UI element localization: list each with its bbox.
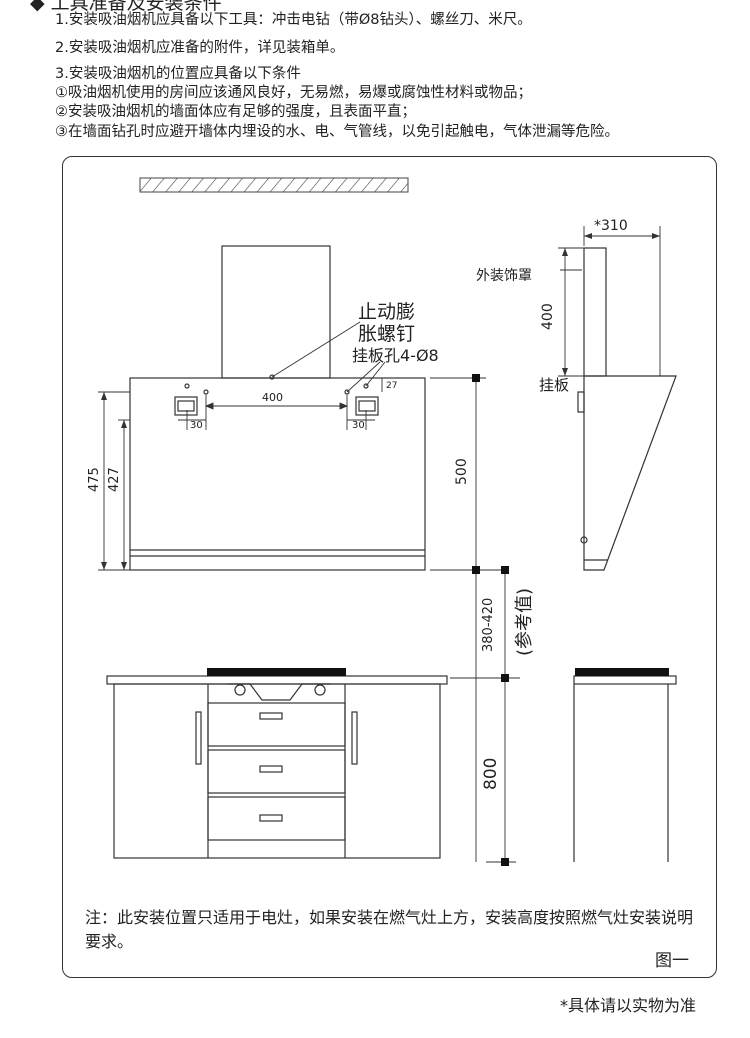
- requirement-line-3: 3.安装吸油烟机的位置应具备以下条件: [55, 66, 301, 82]
- condition-2: ②安装吸油烟机的墙面体应有足够的强度，且表面平直；: [55, 104, 416, 120]
- hood-side-view: [577, 247, 677, 571]
- dim-range: 380-420: [481, 598, 496, 652]
- dim-400-front: 400: [262, 391, 283, 404]
- ceiling-hatch: [139, 177, 409, 193]
- diagram-frame: [62, 156, 717, 978]
- hood-front-view: [129, 245, 426, 571]
- cooktop-side: [575, 668, 669, 676]
- label-anchor-line1: 止动膨: [358, 301, 415, 323]
- condition-1: ①吸油烟机使用的房间应该通风良好，无易燃，易爆或腐蚀性材料或物品；: [55, 85, 532, 101]
- dim-range-note: (参考值): [514, 588, 535, 656]
- label-plate: 挂板: [539, 376, 569, 394]
- cabinet-side-view: [573, 675, 677, 862]
- dim-310: *310: [594, 218, 628, 234]
- requirement-line-1: 1.安装吸油烟机应具备以下工具：冲击电钻（带Ø8钻头）、螺丝刀、米尺。: [55, 12, 532, 28]
- label-cover: 外装饰罩: [476, 268, 532, 284]
- dim-400-side: 400: [540, 303, 556, 330]
- dim-500: 500: [454, 458, 470, 485]
- figure-label: 图一: [655, 951, 689, 971]
- cabinet-front-view: [106, 675, 448, 859]
- dim-30-right: 30: [352, 420, 365, 431]
- dim-27: 27: [386, 381, 397, 391]
- condition-3: ③在墙面钻孔时应避开墙体内埋设的水、电、气管线，以免引起触电，气体泄漏等危险。: [55, 124, 619, 140]
- cooktop: [207, 668, 346, 676]
- label-hanger-holes: 挂板孔4-Ø8: [352, 346, 439, 365]
- installation-note: 注：此安装位置只适用于电灶，如果安装在燃气灶上方，安装高度按照燃气灶安装说明要求…: [85, 908, 694, 951]
- dim-475: 475: [87, 467, 102, 492]
- section-title: ◆ 工具准备及安装条件: [30, 0, 222, 14]
- dim-427: 427: [107, 467, 122, 492]
- dim-30-left: 30: [190, 420, 203, 431]
- requirement-line-2: 2.安装吸油烟机应准备的附件，详见装箱单。: [55, 40, 345, 56]
- dim-800: 800: [481, 758, 501, 790]
- footnote: *具体请以实物为准: [560, 996, 697, 1015]
- label-anchor-line2: 胀螺钉: [358, 323, 415, 345]
